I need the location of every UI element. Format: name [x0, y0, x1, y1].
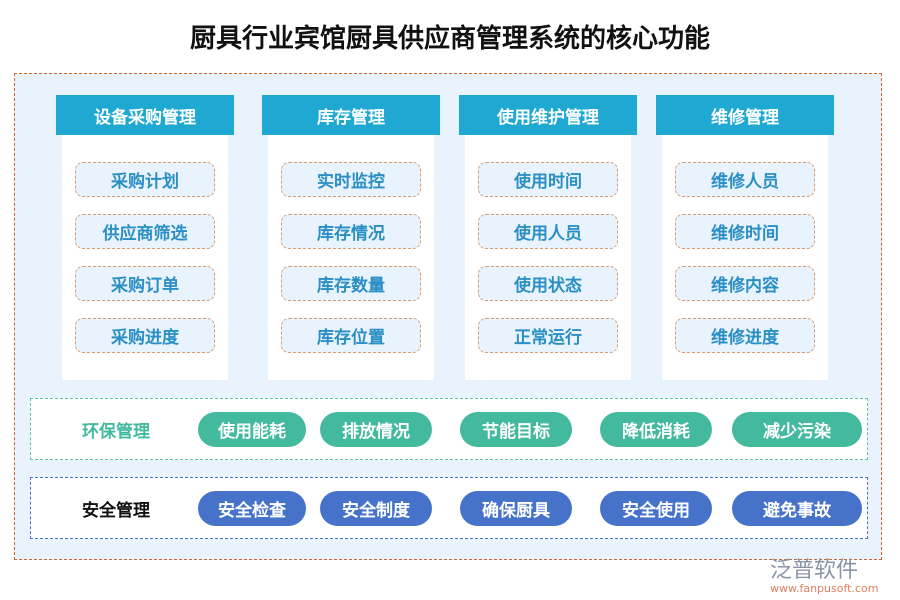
module-column: 使用维护管理使用时间使用人员使用状态正常运行: [459, 95, 637, 380]
env-pill: 使用能耗: [198, 412, 306, 447]
env-pill: 减少污染: [732, 412, 862, 447]
env-pill: 排放情况: [320, 412, 432, 447]
module-header: 维修管理: [656, 95, 834, 135]
module-panel: 实时监控库存情况库存数量库存位置: [268, 135, 434, 380]
module-item: 维修时间: [675, 214, 815, 249]
module-item: 使用时间: [478, 162, 618, 197]
env-label: 环保管理: [82, 421, 150, 442]
module-item: 维修进度: [675, 318, 815, 353]
safety-label: 安全管理: [82, 500, 150, 521]
module-item: 维修内容: [675, 266, 815, 301]
module-item: 采购进度: [75, 318, 215, 353]
module-panel: 维修人员维修时间维修内容维修进度: [662, 135, 828, 380]
module-column: 设备采购管理采购计划供应商筛选采购订单采购进度: [56, 95, 234, 380]
module-item: 维修人员: [675, 162, 815, 197]
module-column: 维修管理维修人员维修时间维修内容维修进度: [656, 95, 834, 380]
module-item: 使用状态: [478, 266, 618, 301]
safety-pill: 避免事故: [732, 491, 862, 526]
safety-pill: 确保厨具: [460, 491, 572, 526]
env-pill: 节能目标: [460, 412, 572, 447]
module-header: 库存管理: [262, 95, 440, 135]
module-panel: 使用时间使用人员使用状态正常运行: [465, 135, 631, 380]
module-item: 使用人员: [478, 214, 618, 249]
page-title: 厨具行业宾馆厨具供应商管理系统的核心功能: [189, 24, 710, 54]
safety-pill: 安全使用: [600, 491, 712, 526]
module-item: 正常运行: [478, 318, 618, 353]
module-item: 供应商筛选: [75, 214, 215, 249]
module-panel: 采购计划供应商筛选采购订单采购进度: [62, 135, 228, 380]
safety-pill: 安全检查: [198, 491, 306, 526]
env-pill: 降低消耗: [600, 412, 712, 447]
module-item: 库存位置: [281, 318, 421, 353]
safety-row: 安全管理 安全检查安全制度确保厨具安全使用避免事故: [30, 477, 868, 539]
module-item: 实时监控: [281, 162, 421, 197]
module-item: 库存数量: [281, 266, 421, 301]
module-item: 采购计划: [75, 162, 215, 197]
module-header: 使用维护管理: [459, 95, 637, 135]
safety-pill: 安全制度: [320, 491, 432, 526]
env-row: 环保管理 使用能耗排放情况节能目标降低消耗减少污染: [30, 398, 868, 460]
module-header: 设备采购管理: [56, 95, 234, 135]
module-column: 库存管理实时监控库存情况库存数量库存位置: [262, 95, 440, 380]
module-item: 库存情况: [281, 214, 421, 249]
module-item: 采购订单: [75, 266, 215, 301]
